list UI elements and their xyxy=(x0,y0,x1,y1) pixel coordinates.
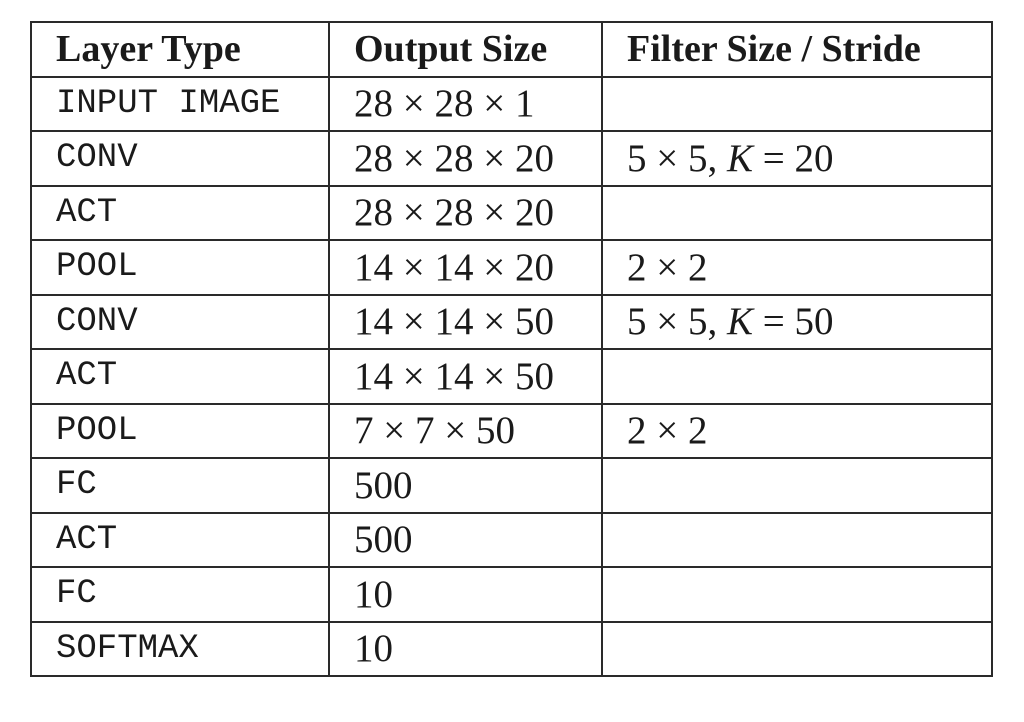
layer-type-cell: ACT xyxy=(30,184,330,241)
output-size-cell: 10 xyxy=(328,566,603,623)
output-size-cell: 10 xyxy=(328,620,603,677)
output-size-cell: 14 × 14 × 50 xyxy=(328,348,603,405)
layer-type-cell: SOFTMAX xyxy=(30,620,330,677)
header-filter-size-stride: Filter Size / Stride xyxy=(601,21,993,78)
layer-type-cell: ACT xyxy=(30,511,330,568)
output-size-cell: 28 × 28 × 1 xyxy=(328,75,603,132)
layer-type-cell: FC xyxy=(30,457,330,514)
output-size-cell: 28 × 28 × 20 xyxy=(328,130,603,187)
filter-size-cell: 2 × 2 xyxy=(601,402,993,459)
output-size-cell: 500 xyxy=(328,457,603,514)
output-size-cell: 7 × 7 × 50 xyxy=(328,402,603,459)
layer-type-cell: POOL xyxy=(30,239,330,296)
table-header: Layer Type Output Size Filter Size / Str… xyxy=(30,21,993,78)
layer-table: Layer Type Output Size Filter Size / Str… xyxy=(30,21,993,677)
filter-size-cell xyxy=(601,75,993,132)
header-layer-type: Layer Type xyxy=(30,21,330,78)
output-size-cell: 500 xyxy=(328,511,603,568)
filter-size-cell xyxy=(601,566,993,623)
layer-type-cell: ACT xyxy=(30,348,330,405)
filter-size-cell: 5 × 5, K = 50 xyxy=(601,293,993,350)
layer-type-cell: POOL xyxy=(30,402,330,459)
output-size-cell: 14 × 14 × 50 xyxy=(328,293,603,350)
output-size-cell: 28 × 28 × 20 xyxy=(328,184,603,241)
header-output-size: Output Size xyxy=(328,21,603,78)
layer-type-cell: CONV xyxy=(30,130,330,187)
filter-size-cell xyxy=(601,184,993,241)
header-row: Layer Type Output Size Filter Size / Str… xyxy=(30,21,993,78)
layer-type-cell: FC xyxy=(30,566,330,623)
filter-size-cell: 5 × 5, K = 20 xyxy=(601,130,993,187)
layer-type-cell: INPUT IMAGE xyxy=(30,75,330,132)
filter-size-cell xyxy=(601,620,993,677)
output-size-cell: 14 × 14 × 20 xyxy=(328,239,603,296)
filter-size-cell xyxy=(601,457,993,514)
layer-type-cell: CONV xyxy=(30,293,330,350)
filter-size-cell: 2 × 2 xyxy=(601,239,993,296)
filter-size-cell xyxy=(601,348,993,405)
filter-size-cell xyxy=(601,511,993,568)
